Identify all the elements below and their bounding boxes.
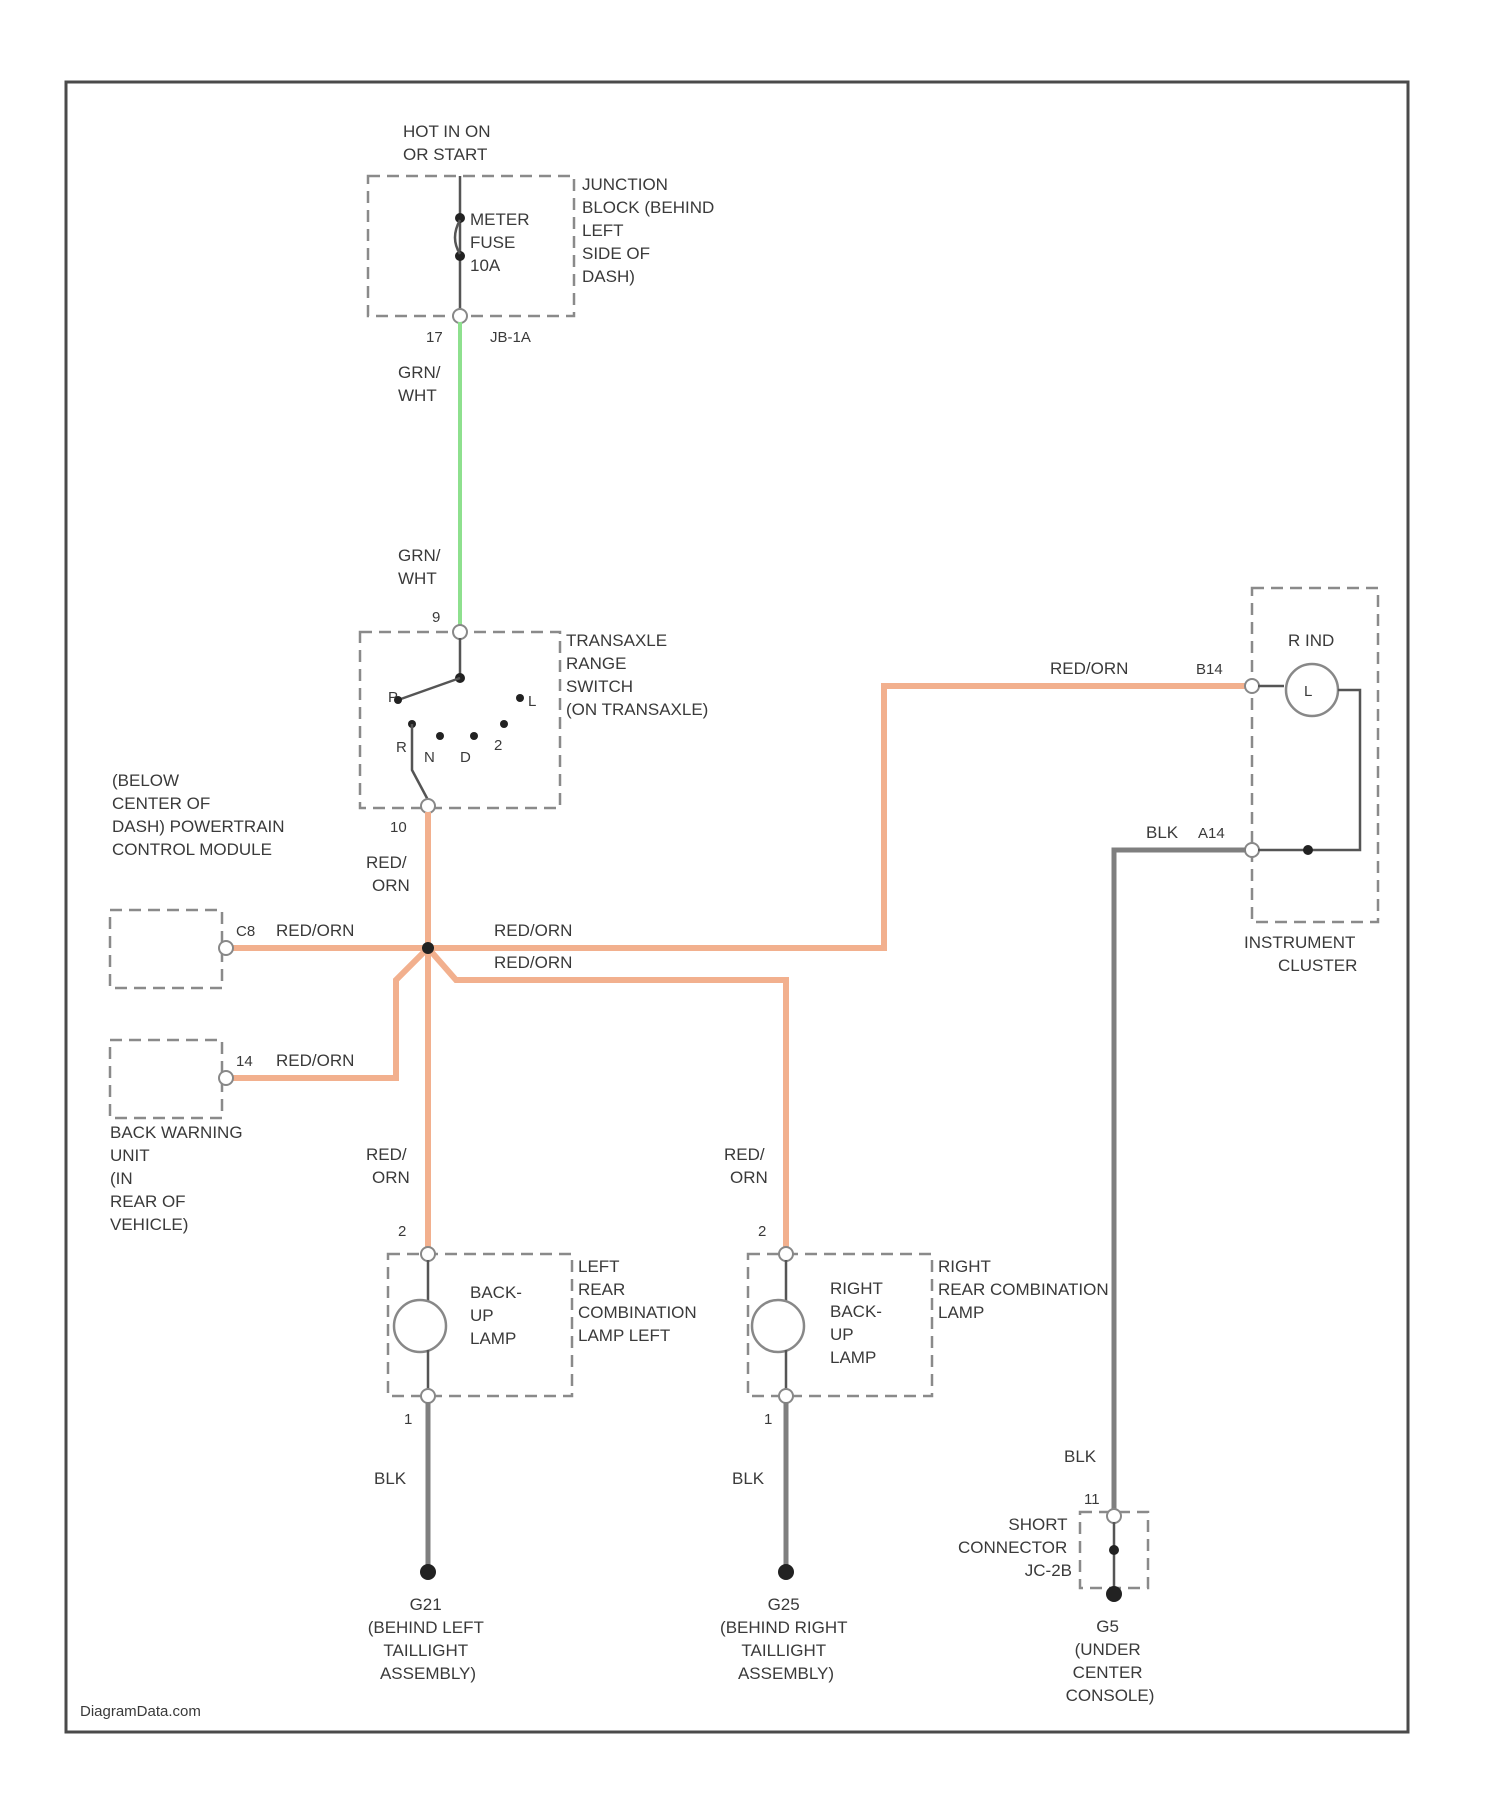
switch-pos-n: N [424,749,435,766]
right-lamp-bulb [752,1300,804,1352]
ground-center-label: G5 (UNDER CENTER CONSOLE) [1066,1617,1155,1705]
watermark: DiagramData.com [80,1703,201,1720]
left-pin-bottom: 1 [404,1411,412,1428]
short-connector-label: SHORT CONNECTOR JC-2B [958,1515,1072,1580]
ground-right-label: G25 (BEHIND RIGHT TAILLIGHT ASSEMBLY) [720,1595,852,1683]
cluster-lamp-label: R IND [1288,631,1334,650]
tr-pin-bottom: 10 [390,819,407,836]
short-connector [1080,1509,1148,1592]
fuse-label: METER FUSE 10A [470,210,534,275]
wire-red-orn-right-lamp [428,948,786,1248]
ground-g5 [1106,1586,1122,1602]
jb-pin: 17 [426,329,443,346]
wire-label-right-lamp-stack: RED/ ORN [724,1145,769,1187]
right-pin-bottom: 1 [764,1411,772,1428]
switch-pos-p: P [388,689,398,706]
splice-point [422,942,434,954]
wire-grn-wht-label-bottom: GRN/ WHT [398,546,445,588]
warn-pin: 14 [236,1053,253,1070]
wire-label-warning: RED/ORN [276,1051,354,1070]
cluster-pin-a: A14 [1198,825,1225,842]
pcm-outline [110,910,222,988]
wire-label-cluster: RED/ORN [1050,659,1128,678]
junction-block-label: JUNCTION BLOCK (BEHIND LEFT SIDE OF DASH… [582,175,719,286]
left-lamp-bulb [394,1300,446,1352]
left-back-up-lamp [388,1247,572,1403]
wire-blk-left-label: BLK [374,1469,407,1488]
wire-grn-wht-label-top: GRN/ WHT [398,363,445,405]
tr-pin-top: 9 [432,609,440,626]
wire-blk-cluster-label: BLK [1146,823,1179,842]
left-assembly-label: LEFT REAR COMBINATION LAMP LEFT [578,1257,701,1345]
wire-blk-sc-label: BLK [1064,1447,1097,1466]
left-pin-top: 2 [398,1223,406,1240]
right-pin-top: 2 [758,1223,766,1240]
transaxle-switch-label: TRANSAXLE RANGE SWITCH (ON TRANSAXLE) [566,631,708,719]
switch-pos-d: D [460,749,471,766]
ground-g25 [778,1564,794,1580]
wire-blk-right-label: BLK [732,1469,765,1488]
wire-label-pcm: RED/ORN [276,921,354,940]
left-lamp-label: BACK- UP LAMP [470,1283,527,1348]
wire-blk-cluster [1114,850,1246,1514]
svg-text:L: L [1304,683,1312,700]
wire-red-orn-cluster [428,686,1246,948]
switch-pos-r: R [396,739,407,756]
right-lamp-label: RIGHT BACK- UP LAMP [830,1279,887,1367]
pcm-label: (BELOW CENTER OF DASH) POWERTRAIN CONTRO… [112,771,289,859]
wire-label-splice-right: RED/ORN [494,921,572,940]
power-source-label: HOT IN ON OR START [403,122,495,164]
ground-g21 [420,1564,436,1580]
jb-connector: JB-1A [490,329,531,346]
switch-pos-l: L [528,693,536,710]
switch-pos-2: 2 [494,737,502,754]
transaxle-range-switch [360,625,560,813]
wire-label-tr-out: RED/ ORN [366,853,411,895]
ground-left-label: G21 (BEHIND LEFT TAILLIGHT ASSEMBLY) [368,1595,489,1683]
cluster-pin-b: B14 [1196,661,1223,678]
sc-pin: 11 [1084,1491,1100,1508]
pcm-pin: C8 [236,923,255,940]
back-warning-unit-label: BACK WARNING UNIT (IN REAR OF VEHICLE) [110,1123,247,1234]
wire-label-right-lamp: RED/ORN [494,953,572,972]
instrument-cluster-label: INSTRUMENT CLUSTER [1244,933,1360,975]
wire-label-left-lamp: RED/ ORN [366,1145,411,1187]
switch-arm [398,678,460,700]
right-assembly-label: RIGHT REAR COMBINATION LAMP [938,1257,1113,1322]
back-warning-unit-outline [110,1040,222,1118]
